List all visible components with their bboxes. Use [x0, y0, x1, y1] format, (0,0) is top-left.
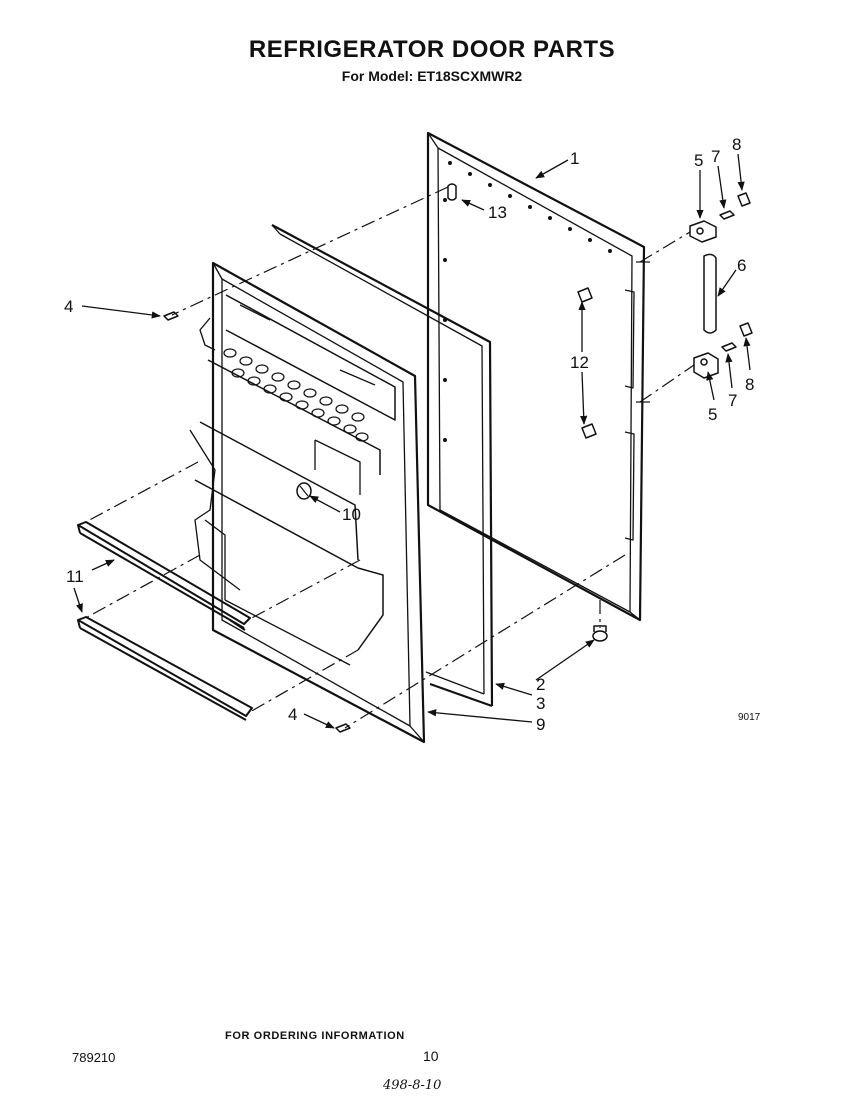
callout-3: 3 [536, 694, 545, 713]
callout-4-top: 4 [64, 297, 73, 316]
hinge-hardware [163, 183, 753, 733]
callout-13: 13 [488, 203, 507, 222]
diagram-code: 9017 [738, 712, 761, 723]
document-number: 789210 [72, 1050, 116, 1065]
ordering-info-note: FOR ORDERING INFORMATION [225, 1030, 405, 1042]
alignment-lines [81, 186, 695, 729]
callout-12: 12 [570, 353, 589, 372]
door-shelf-bars [77, 521, 253, 721]
callout-5-bottom: 5 [708, 405, 717, 424]
model-subtitle: For Model: ET18SCXMWR2 [341, 68, 523, 84]
leader-arrows [73, 153, 751, 729]
callout-9: 9 [536, 715, 545, 734]
handwritten-note: 498-8-10 [383, 1078, 442, 1093]
callout-8-bottom: 8 [745, 375, 754, 394]
callout-6: 6 [737, 256, 746, 275]
callout-8-top: 8 [732, 135, 741, 154]
outer-door-panel [426, 131, 650, 622]
door-gasket-frame [271, 224, 494, 707]
page-number: 10 [423, 1048, 439, 1064]
callout-5-top: 5 [694, 151, 703, 170]
callout-7-top: 7 [711, 147, 720, 166]
callout-10: 10 [342, 505, 361, 524]
callout-7-bottom: 7 [728, 391, 737, 410]
page-title: REFRIGERATOR DOOR PARTS [248, 36, 616, 63]
callout-4-bottom: 4 [288, 705, 297, 724]
callout-1: 1 [570, 149, 579, 168]
inner-door-liner [189, 261, 426, 744]
callout-2: 2 [536, 675, 545, 694]
callout-11: 11 [66, 567, 84, 586]
